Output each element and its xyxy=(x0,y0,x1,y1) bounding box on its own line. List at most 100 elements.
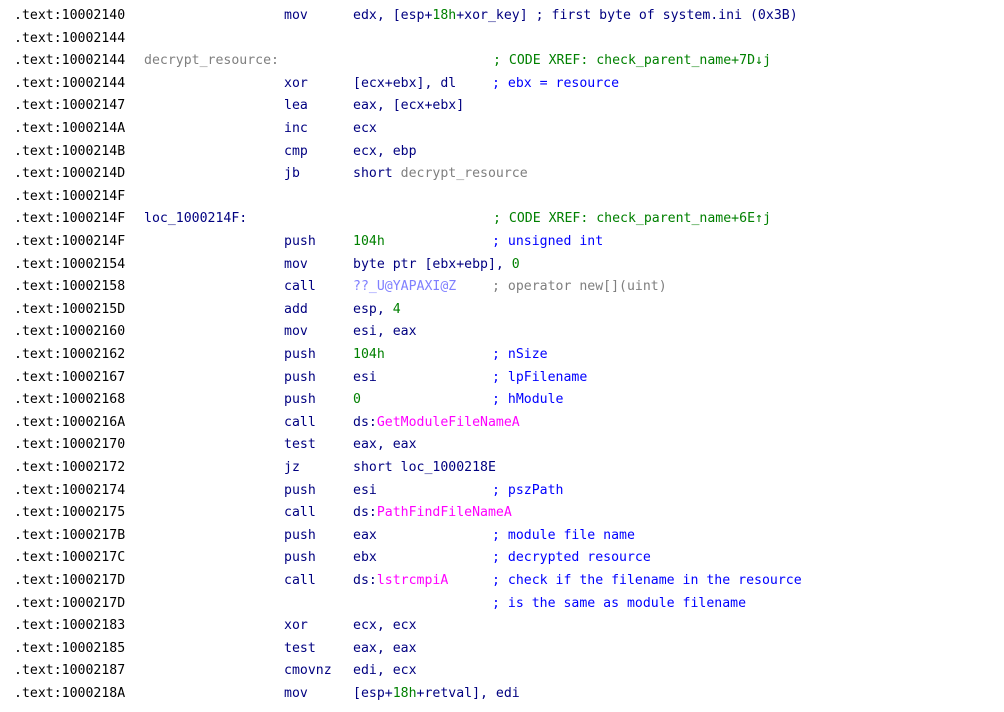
instruction-operands[interactable]: eax, eax xyxy=(353,638,417,661)
instruction-operands[interactable]: ds:GetModuleFileNameA xyxy=(353,412,520,435)
instruction-operands[interactable]: eax, eax xyxy=(353,434,417,457)
instruction-operands[interactable]: eax xyxy=(353,525,377,548)
instruction-operands[interactable]: [ecx+ebx], dl xyxy=(353,73,456,96)
line-comment: ; unsigned int xyxy=(492,234,604,249)
instruction-mnemonic: mov xyxy=(284,8,308,23)
instruction-operands[interactable]: ??_U@YAPAXI@Z xyxy=(353,276,456,299)
line-address: .text:1000214F xyxy=(14,234,126,249)
instruction-operands[interactable]: 104h xyxy=(353,344,385,367)
instruction-operands[interactable]: byte ptr [ebx+ebp], 0 xyxy=(353,254,520,277)
immediate-value: 18h xyxy=(392,686,417,701)
line-address: .text:1000217D xyxy=(14,573,126,588)
instruction-operands[interactable]: esp, 4 xyxy=(353,299,401,322)
operand-text: ds: xyxy=(353,505,377,521)
instruction-operands[interactable]: 0 xyxy=(353,389,361,412)
operand-text: edx, [esp+ xyxy=(353,8,433,23)
line-address: .text:1000217B xyxy=(14,527,126,543)
instruction-operands[interactable]: short loc_1000218E xyxy=(353,457,496,480)
line-address: .text:1000214F xyxy=(14,188,126,204)
library-function-name[interactable]: ??_U@YAPAXI@Z xyxy=(353,279,457,295)
instruction-operands[interactable]: 104h xyxy=(353,231,385,254)
line-address: .text:10002158 xyxy=(14,279,126,295)
line-address: .text:1000215D xyxy=(14,301,126,317)
instruction-mnemonic: xor xyxy=(284,75,308,91)
instruction-operands[interactable]: edx, [esp+18h+xor_key] ; first byte of s… xyxy=(353,5,798,28)
instruction-operands[interactable]: ds:lstrcmpiA xyxy=(353,570,448,593)
instruction-operands[interactable]: eax, [ecx+ebx] xyxy=(353,95,464,118)
instruction-operands[interactable]: ebx xyxy=(353,547,377,570)
instruction-mnemonic: mov xyxy=(284,686,308,701)
operand-text: ebx xyxy=(353,550,377,566)
xref-comment[interactable]: ; CODE XREF: check_parent_name+7D↓j xyxy=(493,53,771,69)
instruction-operands[interactable]: esi xyxy=(353,367,377,390)
line-address: .text:1000217C xyxy=(14,550,126,566)
line-address: .text:10002172 xyxy=(14,460,126,475)
line-comment: ; nSize xyxy=(492,347,548,362)
line-address: .text:1000214A xyxy=(14,121,126,136)
listing-line[interactable]: .text:10002172 jz short loc_1000218E xyxy=(0,457,1004,480)
operand-text: short loc_1000218E xyxy=(353,460,496,475)
line-comment: ; is the same as module filename xyxy=(492,595,747,611)
operand-text[interactable]: decrypt_resource xyxy=(400,166,528,182)
instruction-operands[interactable]: [esp+18h+retval], edi xyxy=(353,683,520,706)
listing-line[interactable]: .text:10002144 xyxy=(0,28,1004,51)
listing-line[interactable]: .text:1000217D; is the same as module fi… xyxy=(0,593,1004,616)
instruction-mnemonic: cmp xyxy=(284,143,308,159)
instruction-operands[interactable]: esi xyxy=(353,480,377,503)
instruction-operands[interactable]: esi, eax xyxy=(353,321,417,344)
operand-text: eax, eax xyxy=(353,437,417,453)
operand-text: ecx, ebp xyxy=(353,143,417,159)
instruction-operands[interactable]: short decrypt_resource xyxy=(353,163,528,186)
operand-text: eax xyxy=(353,527,377,543)
operand-text: eax, [ecx+ebx] xyxy=(353,98,465,114)
xref-comment[interactable]: ; CODE XREF: check_parent_name+6E↑j xyxy=(493,211,771,227)
import-name[interactable]: PathFindFileNameA xyxy=(376,505,512,521)
instruction-operands[interactable]: ecx, ebp xyxy=(353,141,417,164)
operand-text: +retval], edi xyxy=(416,686,520,701)
line-comment: ; lpFilename xyxy=(492,369,588,385)
line-address: .text:10002185 xyxy=(14,640,126,656)
operand-text: ds: xyxy=(353,573,377,588)
code-label[interactable]: loc_1000214F: xyxy=(144,211,248,227)
code-label[interactable]: decrypt_resource: xyxy=(144,53,279,69)
instruction-operands[interactable]: ecx xyxy=(353,118,377,141)
import-name[interactable]: GetModuleFileNameA xyxy=(376,414,520,430)
line-comment: ; check if the filename in the resource xyxy=(492,573,802,588)
instruction-operands[interactable]: ecx, ecx xyxy=(353,615,417,638)
listing-line[interactable]: .text:1000214F xyxy=(0,186,1004,209)
instruction-mnemonic: jz xyxy=(284,460,300,475)
import-name[interactable]: lstrcmpiA xyxy=(376,573,449,588)
instruction-operands[interactable]: edi, ecx xyxy=(353,660,417,683)
instruction-operands[interactable]: ds:PathFindFileNameA xyxy=(353,502,512,525)
line-comment: ; module file name xyxy=(492,527,635,543)
operand-text: esi xyxy=(353,369,377,385)
